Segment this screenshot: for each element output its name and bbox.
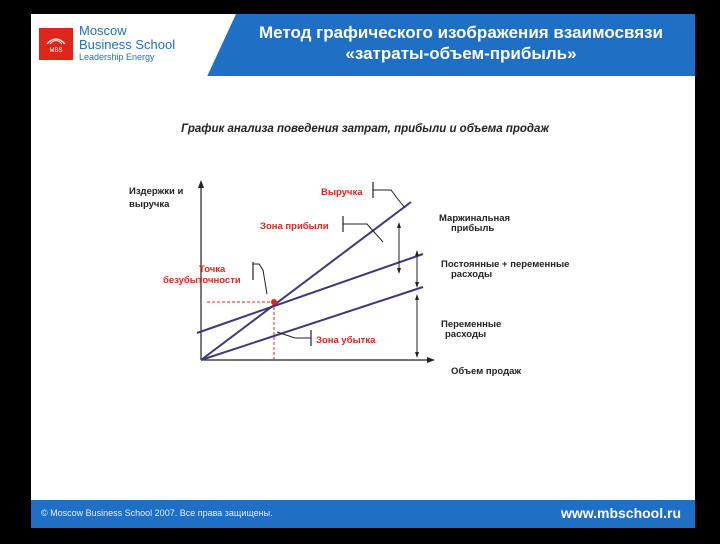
- loss-zone-leader: [276, 331, 311, 339]
- revenue-leader: [373, 189, 406, 209]
- logo-line-1: Moscow: [79, 23, 127, 38]
- margin-bracket-arrow-down: [397, 268, 401, 274]
- revenue-line: [200, 201, 412, 361]
- diagram-subtitle: График анализа поведения затрат, прибыли…: [181, 123, 549, 135]
- fixed-bracket-arrow-up: [415, 250, 419, 256]
- logo-panel: MBS Moscow Business School Leadership En…: [31, 14, 236, 76]
- breakeven-leader: [253, 263, 268, 295]
- slide: MBS Moscow Business School Leadership En…: [31, 14, 695, 528]
- logo-tagline: Leadership Energy: [79, 52, 155, 62]
- header-bar: MBS Moscow Business School Leadership En…: [31, 14, 695, 76]
- margin-bracket-arrow-up: [397, 222, 401, 228]
- breakeven-label-line-2: безубыточности: [163, 275, 241, 286]
- website-link[interactable]: www.mbschool.ru: [560, 505, 681, 521]
- variable-bracket-arrow-up: [415, 294, 419, 300]
- y-axis-arrow: [198, 180, 204, 188]
- copyright-text: © Moscow Business School 2007. Все права…: [41, 508, 273, 518]
- y-axis-label-line-2: выручка: [129, 199, 170, 210]
- logo-text: Moscow Business School Leadership Energy: [79, 24, 175, 63]
- total-costs-line: [196, 253, 424, 334]
- variable-costs-label-line-1: Переменные: [441, 319, 501, 330]
- profit-zone-leader: [343, 223, 384, 243]
- margin-label-line-2: прибыль: [451, 223, 494, 234]
- total-costs-label-line-2: расходы: [451, 269, 492, 280]
- total-costs-label-line-1: Постоянные + переменные: [441, 259, 569, 270]
- slide-title: Метод графического изображения взаимосвя…: [236, 22, 686, 64]
- logo-badge-text: MBS: [49, 48, 62, 54]
- footer-bar: © Moscow Business School 2007. Все права…: [31, 500, 695, 528]
- profit-zone-label: Зона прибыли: [260, 221, 329, 232]
- cvp-diagram: График анализа поведения затрат, прибыли…: [129, 123, 569, 377]
- breakeven-label-line-1: Точка: [199, 264, 226, 275]
- mbs-logo-icon: MBS: [39, 28, 73, 60]
- margin-label-line-1: Маржинальная: [439, 213, 510, 224]
- fixed-bracket-arrow-down: [415, 282, 419, 288]
- breakeven-point: [271, 299, 277, 305]
- loss-zone-label: Зона убытка: [316, 335, 376, 346]
- variable-bracket-arrow-down: [415, 352, 419, 358]
- x-axis-label: Объем продаж: [451, 366, 521, 377]
- logo-line-2: Business School: [79, 37, 176, 52]
- revenue-label: Выручка: [321, 187, 363, 198]
- x-axis-arrow: [427, 357, 435, 363]
- y-axis-label-line-1: Издержки и: [129, 186, 184, 197]
- variable-costs-label-line-2: расходы: [445, 329, 486, 340]
- slide-title-line-2: «затраты-объем-прибыль»: [345, 44, 577, 63]
- variable-costs-line: [200, 286, 424, 361]
- slide-title-line-1: Метод графического изображения взаимосвя…: [258, 23, 664, 42]
